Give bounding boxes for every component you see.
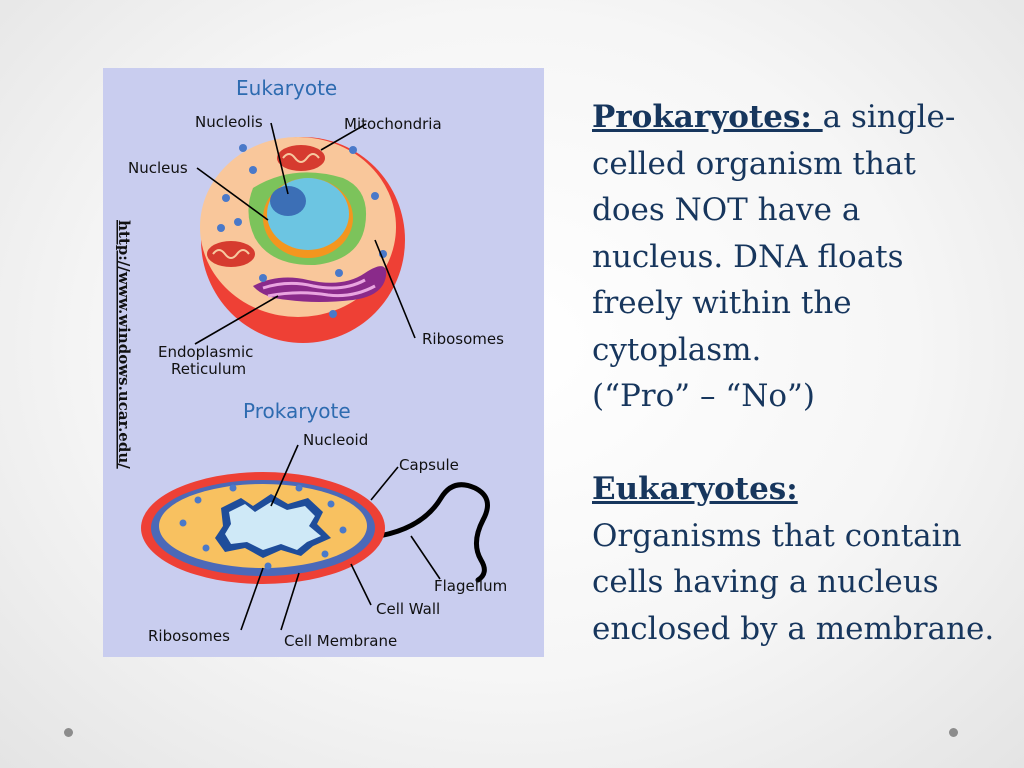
label-nucleolis: Nucleolis — [195, 113, 263, 131]
slide-corner-dot-right — [949, 728, 958, 737]
mitochondrion-top-shape — [277, 145, 325, 171]
spacer — [592, 420, 997, 467]
prokaryotes-text: a single-celled organism that does NOT h… — [592, 99, 956, 368]
mitochondrion-left-crista — [212, 249, 250, 259]
label-ribosomes-euk: Ribosomes — [422, 330, 504, 348]
eukaryotes-definition: Organisms that contain cells having a nu… — [592, 517, 995, 647]
label-capsule: Capsule — [399, 456, 459, 474]
ribosome-dot — [194, 496, 202, 504]
ribosome-dot — [295, 484, 303, 492]
eukaryotes-term: Eukaryotes: — [592, 471, 798, 507]
ribosome-dot — [264, 562, 272, 570]
leader-er — [194, 295, 279, 345]
cell-diagram: Eukaryote Prokaryote http://www.windows.… — [103, 68, 544, 657]
source-url: http://www.windows.ucar.edu/ — [115, 220, 133, 469]
eukaryotes-term-line: Eukaryotes: — [592, 466, 997, 513]
cell-diagram-svg: Eukaryote Prokaryote http://www.windows.… — [115, 76, 507, 650]
prokaryote-cell: Nucleoid Capsule Flagellum Cell Wall Rib… — [141, 431, 507, 650]
ribosome-dot — [179, 519, 187, 527]
ribosome-dot — [259, 274, 267, 282]
leader-nucleus — [196, 167, 269, 221]
label-ribosomes-pro: Ribosomes — [148, 627, 230, 645]
mitochondrion-left-shape — [207, 241, 255, 267]
eukaryote-cell: Nucleolis Mitochondria Nucleus Ribosomes… — [128, 113, 504, 378]
ribosome-dot — [202, 544, 210, 552]
label-flagellum: Flagellum — [434, 577, 507, 595]
er-channel-2 — [267, 284, 376, 298]
leader-nucleoid — [270, 444, 299, 507]
ribosome-dot — [249, 166, 257, 174]
ribosome-dot — [329, 310, 337, 318]
leader-cell-wall — [350, 563, 372, 606]
prokaryotes-definition: Prokaryotes: a single-celled organism th… — [592, 94, 997, 373]
leader-ribosomes — [374, 239, 416, 339]
ribosome-dot — [335, 269, 343, 277]
label-nucleoid: Nucleoid — [303, 431, 368, 449]
flagellum-shape — [376, 482, 490, 583]
nucleoid-inner-shape — [225, 502, 321, 550]
label-nucleus: Nucleus — [128, 159, 188, 177]
label-cell-wall: Cell Wall — [376, 600, 440, 618]
prokaryotes-term: Prokaryotes: — [592, 99, 823, 135]
definitions-panel: Prokaryotes: a single-celled organism th… — [592, 94, 997, 652]
mnemonic: (“Pro” – “No”) — [592, 378, 815, 414]
ribosome-dot — [339, 526, 347, 534]
er-channel-1 — [262, 278, 366, 290]
nucleolus-shape — [270, 186, 306, 216]
leader-flagellum — [410, 535, 441, 580]
mitochondrion-top-crista — [282, 153, 320, 163]
label-mitochondria: Mitochondria — [344, 115, 442, 133]
ribosome-dot — [349, 146, 357, 154]
leader-capsule — [370, 466, 399, 501]
ribosome-dot — [222, 194, 230, 202]
leader-ribosomes-pro — [240, 567, 264, 631]
leader-nucleolis — [270, 122, 289, 195]
leader-mitochondria — [320, 123, 367, 151]
ribosome-dot — [239, 144, 247, 152]
leader-cell-membrane — [280, 572, 300, 631]
ribosome-dot — [217, 224, 225, 232]
ribosome-dot — [234, 218, 242, 226]
ribosome-dot — [327, 500, 335, 508]
ribosome-dot — [229, 484, 237, 492]
ribosome-dot — [321, 550, 329, 558]
label-er-line1: Endoplasmic — [158, 343, 253, 361]
prokaryote-title: Prokaryote — [243, 399, 351, 423]
slide-corner-dot-left — [64, 728, 73, 737]
label-er-line2: Reticulum — [171, 360, 246, 378]
label-cell-membrane: Cell Membrane — [284, 632, 397, 650]
eukaryote-title: Eukaryote — [236, 76, 337, 100]
ribosome-dot — [371, 192, 379, 200]
